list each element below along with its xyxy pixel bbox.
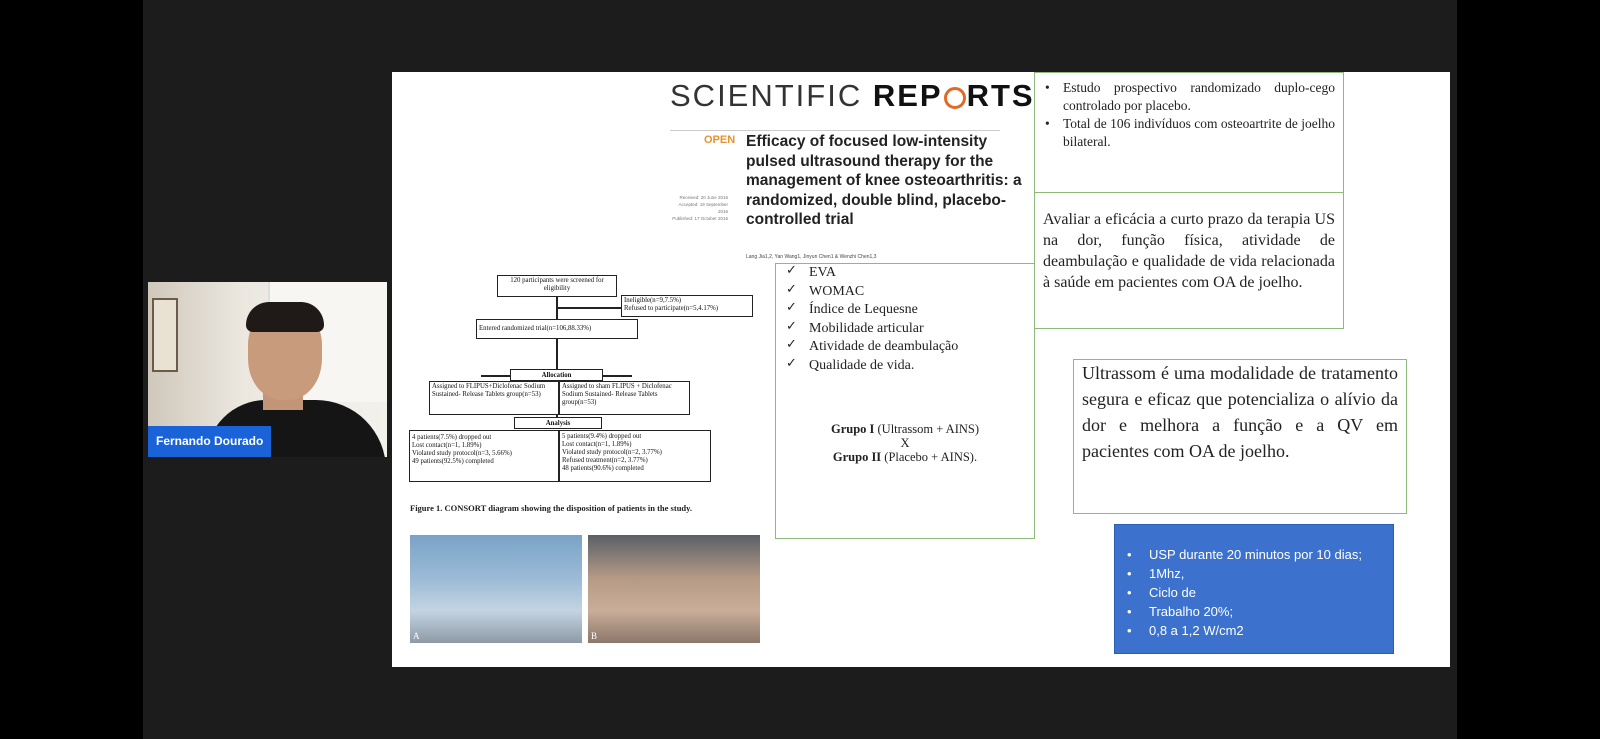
protocol-item: Trabalho 20%;	[1123, 602, 1383, 621]
groups-comparison: Grupo I (Ultrassom + AINS) X Grupo II (P…	[830, 422, 980, 464]
protocol-item: USP durante 20 minutos por 10 dias;	[1123, 545, 1383, 564]
outcome-item: ✓Qualidade de vida.	[786, 355, 915, 373]
open-access-label: OPEN	[704, 134, 736, 146]
outcome-item: ✓Mobilidade articular	[786, 318, 924, 336]
check-icon: ✓	[786, 337, 797, 352]
consort-allocation: Allocation	[510, 369, 603, 381]
protocol-box: USP durante 20 minutos por 10 dias; 1Mhz…	[1114, 524, 1394, 654]
article-authors: Lang Jia1,2, Yan Wang1, Jinyun Chen1 & W…	[746, 254, 877, 260]
design-bullet: •Total de 106 indivíduos com osteoartrit…	[1045, 116, 1335, 149]
consort-arm-flipus: Assigned to FLIPUS+Diclofenac Sodium Sus…	[429, 381, 559, 415]
gear-o-icon	[943, 87, 966, 109]
objective-box: Avaliar a eficácia a curto prazo da tera…	[1034, 192, 1344, 329]
design-bullet: •Estudo prospectivo randomizado duplo-ce…	[1045, 80, 1335, 113]
check-icon: ✓	[786, 355, 797, 371]
consort-analysis: Analysis	[514, 417, 602, 429]
consort-screened: 120 participants were screened for eligi…	[497, 275, 617, 297]
check-icon: ✓	[786, 281, 797, 297]
consort-excluded: Ineligible(n=9,7.5%)Refused to participa…	[621, 295, 753, 317]
article-title: Efficacy of focused low-intensity pulsed…	[746, 133, 1022, 228]
journal-rule	[670, 130, 1000, 131]
check-icon: ✓	[786, 318, 797, 334]
protocol-item: Ciclo de	[1123, 583, 1383, 602]
outcome-item: ✓Índice de Lequesne	[786, 300, 918, 317]
consort-randomized: Entered randomized trial(n=106,88.33%)	[476, 319, 638, 339]
outcome-item: ✓Atividade de deambulação	[786, 337, 959, 354]
conclusion-box: Ultrassom é uma modalidade de tratamento…	[1073, 359, 1407, 514]
protocol-item: 1Mhz,	[1123, 564, 1383, 583]
treatment-photo-b: B	[588, 535, 760, 643]
outcome-item: ✓EVA	[786, 263, 836, 280]
check-icon: ✓	[786, 263, 797, 278]
figure-caption: Figure 1. CONSORT diagram showing the di…	[410, 503, 693, 513]
participant-name-tag: Fernando Dourado	[148, 426, 272, 457]
wall-picture	[152, 298, 178, 372]
outcomes-box: ✓EVA ✓WOMAC ✓Índice de Lequesne ✓Mobilid…	[775, 263, 1035, 539]
study-design-box: •Estudo prospectivo randomizado duplo-ce…	[1034, 72, 1344, 193]
check-icon: ✓	[786, 300, 797, 315]
outcome-item: ✓WOMAC	[786, 281, 865, 299]
treatment-photo-a: A	[410, 535, 582, 643]
consort-arm-sham: Assigned to sham FLIPUS + Diclofenac Sod…	[559, 381, 690, 415]
protocol-item: 0,8 a 1,2 W/cm2	[1123, 621, 1383, 640]
